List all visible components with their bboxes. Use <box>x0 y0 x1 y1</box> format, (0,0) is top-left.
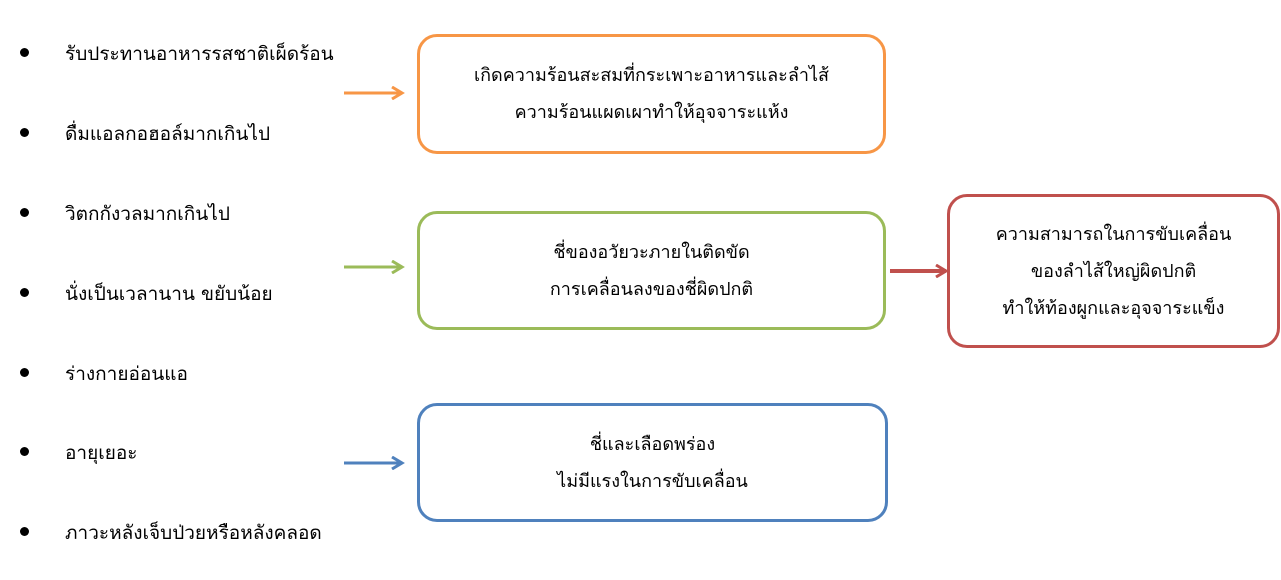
bullet-icon <box>20 527 29 536</box>
cause-item: นั่งเป็นเวลานาน ขยับน้อย <box>65 283 273 305</box>
cause-item: ดื่มแอลกอฮอล์มากเกินไป <box>65 123 271 145</box>
bullet-icon <box>20 208 29 217</box>
box-line: ความร้อนแผดเผาทำให้อุจจาระแห้ง <box>514 102 789 123</box>
box-line: ชี่ของอวัยวะภายในติดขัด <box>553 241 750 263</box>
qi-stagnation-box: ชี่ของอวัยวะภายในติดขัด การเคลื่อนลงของช… <box>417 211 886 330</box>
box-line: ความสามารถในการขับเคลื่อน <box>995 223 1232 245</box>
bullet-icon <box>20 288 29 297</box>
box-line: ทำให้ท้องผูกและอุจจาระแข็ง <box>1002 297 1225 319</box>
arrow-right-icon <box>344 86 405 100</box>
heat-accumulation-box: เกิดความร้อนสะสมที่กระเพาะอาหารและลำไส้ … <box>417 34 886 154</box>
cause-item: วิตกกังวลมากเกินไป <box>65 203 230 225</box>
box-line: ชี่และเลือดพร่อง <box>589 433 716 455</box>
cause-item: อายุเยอะ <box>65 442 138 464</box>
arrow-right-icon <box>344 260 405 274</box>
constipation-result-box: ความสามารถในการขับเคลื่อน ของลำไส้ใหญ่ผิ… <box>947 194 1280 348</box>
box-line: การเคลื่อนลงของชี่ผิดปกติ <box>549 278 754 300</box>
box-line: ไม่มีแรงในการขับเคลื่อน <box>557 470 748 492</box>
arrow-right-icon <box>890 264 949 278</box>
bullet-icon <box>20 128 29 137</box>
bullet-icon <box>20 447 29 456</box>
bullet-icon <box>20 368 29 377</box>
box-line: เกิดความร้อนสะสมที่กระเพาะอาหารและลำไส้ <box>473 65 830 86</box>
bullet-icon <box>20 48 29 57</box>
cause-item: ภาวะหลังเจ็บป่วยหรือหลังคลอด <box>65 522 322 544</box>
cause-item: ร่างกายอ่อนแอ <box>65 363 188 385</box>
arrow-right-icon <box>344 456 405 470</box>
cause-item: รับประทานอาหารรสชาติเผ็ดร้อน <box>65 43 334 65</box>
deficiency-box: ชี่และเลือดพร่อง ไม่มีแรงในการขับเคลื่อน <box>417 403 888 522</box>
box-line: ของลำไส้ใหญ่ผิดปกติ <box>1030 260 1197 282</box>
